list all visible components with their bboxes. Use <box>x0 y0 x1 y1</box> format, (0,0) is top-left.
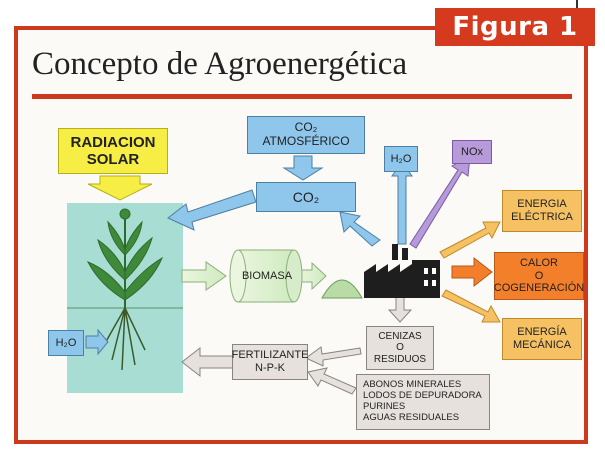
h2o-left-box: H₂O <box>48 330 84 356</box>
arrow-fertilizante-to-plant <box>181 346 235 378</box>
top-marker-line <box>576 0 578 10</box>
arrow-co2-to-plant <box>167 189 257 231</box>
co2-box: CO₂ <box>256 182 356 212</box>
arrow-factory-h2o <box>391 161 413 245</box>
energia-mecanica-box: ENERGÍA MECÁNICA <box>502 318 582 360</box>
abonos-box: ABONOS MINERALES LODOS DE DEPURADORA PUR… <box>356 374 490 430</box>
title-underline <box>32 94 572 99</box>
arrow-factory-to-co2 <box>339 211 381 247</box>
nox-box: NOx <box>452 140 492 164</box>
biomasa-cylinder <box>229 249 303 303</box>
arrow-radiacion-down <box>87 175 153 201</box>
arrow-factory-electrica <box>439 221 501 259</box>
arrow-plant-to-biomasa <box>181 261 227 291</box>
arrow-factory-mecanica <box>441 289 501 323</box>
arrow-factory-nox <box>409 155 471 249</box>
co2-atmosferico-box: CO₂ ATMOSFÉRICO <box>247 116 365 154</box>
calor-cogeneracion-box: CALOR O COGENERACIÓN <box>494 252 584 300</box>
diagram-title: Concepto de Agroenergética <box>32 46 408 82</box>
cenizas-residuos-box: CENIZAS O RESIDUOS <box>366 326 434 370</box>
fertilizante-box: FERTILIZANTE N-P-K <box>232 344 308 380</box>
plant-icon <box>86 208 164 371</box>
arrow-co2atm-down <box>282 155 324 181</box>
h2o-top-box: H₂O <box>384 146 418 172</box>
biomasa-label: BIOMASA <box>241 269 293 282</box>
factory-icon <box>364 244 440 298</box>
arrow-factory-cenizas <box>387 295 413 323</box>
arrow-cenizas-to-fertilizante <box>305 346 362 367</box>
energia-electrica-box: ENERGIA ELÉCTRICA <box>502 190 582 232</box>
arrow-abonos-to-fertilizante <box>307 367 357 395</box>
biomass-pile-icon <box>321 279 363 299</box>
figure-tag: Figura 1 <box>435 8 595 46</box>
arrow-factory-calor <box>451 256 493 288</box>
arrow-h2o-to-plant <box>85 328 109 356</box>
radiacion-solar-box: RADIACION SOLAR <box>58 128 168 174</box>
